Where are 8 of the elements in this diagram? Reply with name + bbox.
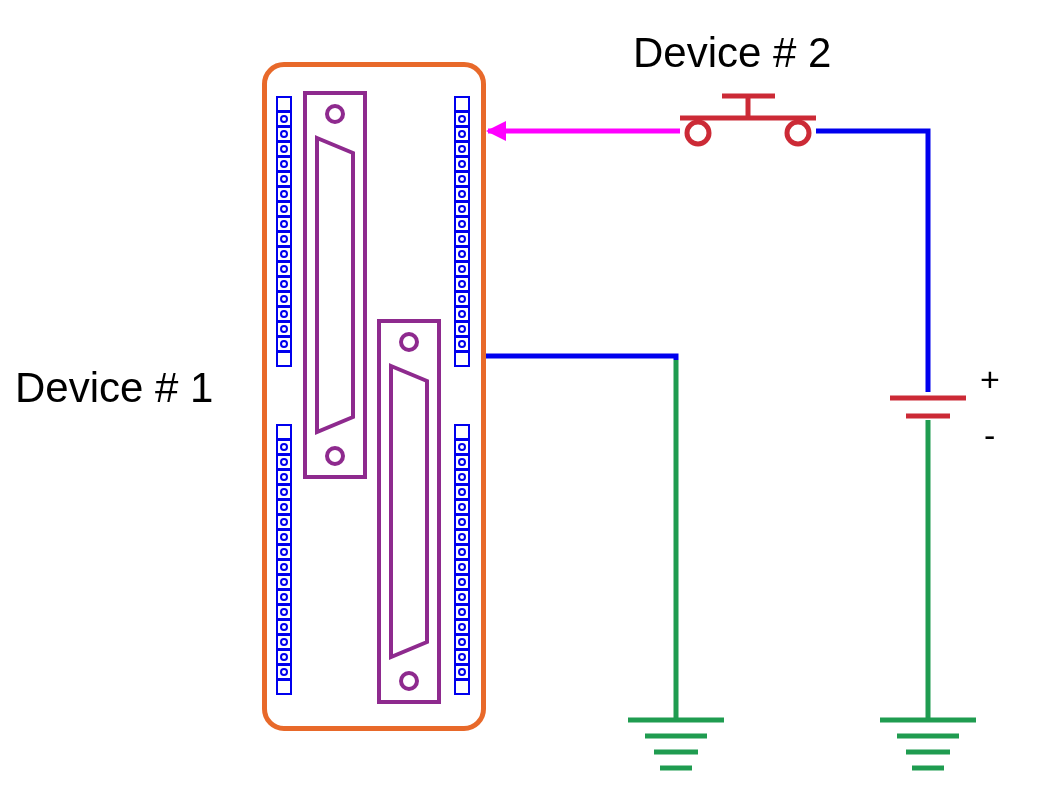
polarity-label: +	[980, 362, 1000, 396]
polarity-label: -	[984, 418, 996, 452]
wire	[486, 353, 679, 718]
wire	[816, 128, 931, 392]
device-label: Device # 1	[15, 367, 214, 409]
wire	[925, 420, 931, 718]
device-label: Device # 2	[633, 32, 832, 74]
arrow	[486, 121, 680, 141]
